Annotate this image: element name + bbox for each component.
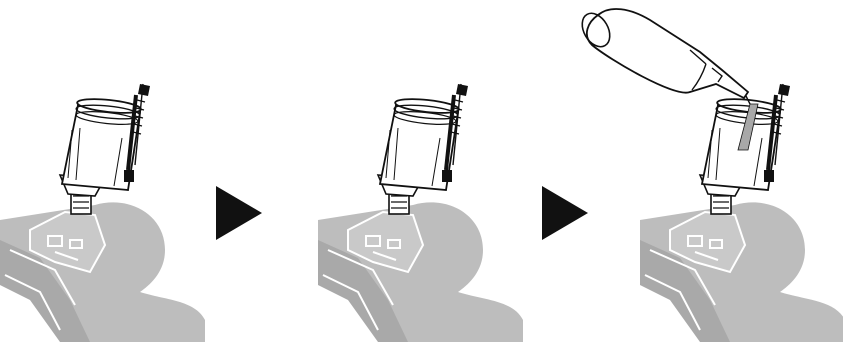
oil-bottle-icon [577,8,750,104]
